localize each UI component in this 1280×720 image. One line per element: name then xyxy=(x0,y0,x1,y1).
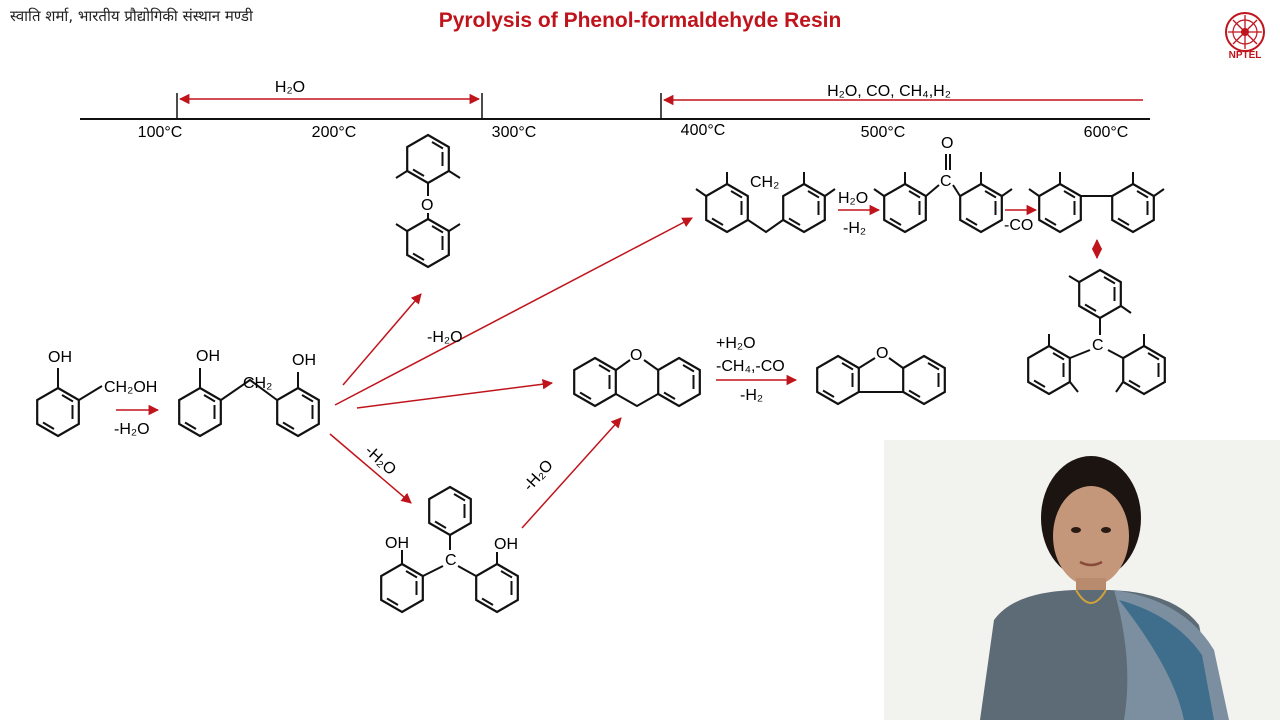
svg-text:OH: OH xyxy=(48,349,72,366)
svg-text:OH: OH xyxy=(385,535,409,552)
range1-label: H₂O xyxy=(275,79,305,96)
svg-text:O: O xyxy=(876,345,888,362)
presenter-figure xyxy=(884,440,1280,720)
svg-text:OH: OH xyxy=(196,348,220,365)
svg-text:C: C xyxy=(940,173,952,190)
presenter-video xyxy=(884,440,1280,720)
svg-text:CH₂: CH₂ xyxy=(750,174,779,191)
svg-text:O: O xyxy=(941,135,953,152)
svg-text:-H₂O: -H₂O xyxy=(520,457,556,495)
temperature-timeline: H₂O H₂O, CO, CH₄,H₂ 100°C 200°C 300°C 40… xyxy=(80,79,1150,141)
svg-text:O: O xyxy=(421,197,433,214)
dibenzofuran: O xyxy=(816,345,946,406)
tick-300: 300°C xyxy=(492,124,537,141)
svg-text:H₂O: H₂O xyxy=(838,190,868,207)
nptel-logo-icon xyxy=(1225,12,1265,52)
svg-text:OH: OH xyxy=(494,536,518,553)
svg-text:-H₂O: -H₂O xyxy=(427,329,463,346)
methylol-phenol: OH CH₂OH xyxy=(36,349,157,438)
methylene-biphenyl-top: CH₂ xyxy=(695,172,836,234)
tick-200: 200°C xyxy=(312,124,357,141)
slide-title: Pyrolysis of Phenol-formaldehyde Resin xyxy=(438,9,842,32)
svg-text:-H₂: -H₂ xyxy=(740,387,763,404)
tick-400: 400°C xyxy=(681,122,726,139)
tick-100: 100°C xyxy=(138,124,183,141)
svg-text:CH₂: CH₂ xyxy=(243,375,272,392)
tick-500: 500°C xyxy=(861,124,906,141)
svg-text:CH₂OH: CH₂OH xyxy=(104,379,157,396)
biphenyl-top xyxy=(1028,172,1165,234)
svg-text:-H₂O: -H₂O xyxy=(114,421,150,438)
nptel-logo-text: NPTEL xyxy=(1228,50,1262,61)
svg-text:-CO: -CO xyxy=(1004,217,1033,234)
svg-text:OH: OH xyxy=(292,352,316,369)
xanthene: O xyxy=(573,347,701,408)
triphenylmethane-right: C xyxy=(1027,268,1166,396)
range2-label: H₂O, CO, CH₄,H₂ xyxy=(827,83,951,100)
tick-600: 600°C xyxy=(1084,124,1129,141)
svg-text:-H₂: -H₂ xyxy=(843,220,866,237)
triphenylmethane-diphenol: C OH OH xyxy=(380,485,519,614)
svg-text:+H₂O: +H₂O xyxy=(716,335,756,352)
svg-text:-H₂O: -H₂O xyxy=(361,442,399,478)
diphenyl-ether: O xyxy=(395,133,461,269)
svg-text:O: O xyxy=(630,347,642,364)
methylene-bridged-diphenol: OH OH CH₂ xyxy=(178,348,320,438)
svg-text:C: C xyxy=(445,552,457,569)
institute-credit: स्वाति शर्मा, भारतीय प्रौद्योगिकी संस्था… xyxy=(10,7,253,25)
svg-text:-CH₄,-CO: -CH₄,-CO xyxy=(716,358,785,375)
benzophenone-top: C O xyxy=(873,135,1013,234)
svg-text:C: C xyxy=(1092,337,1104,354)
